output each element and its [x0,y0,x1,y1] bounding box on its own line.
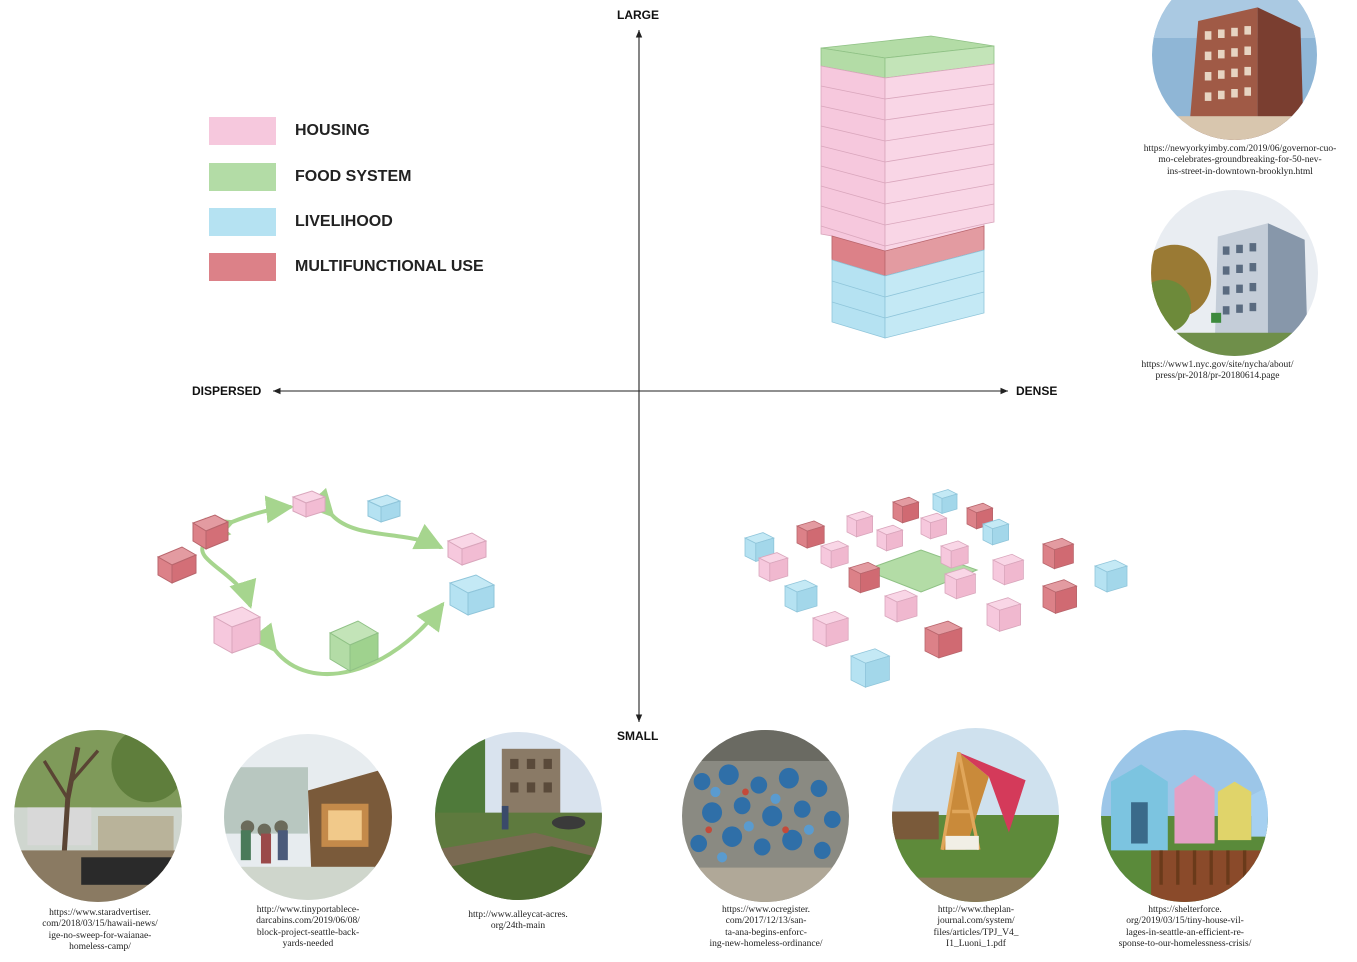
caption-line: journal.com/system/ [937,916,1015,927]
cube-multifunctional-1 [191,514,230,550]
legend-item-food-system: FOOD SYSTEM [209,163,411,191]
axis-label-small: SMALL [617,729,659,743]
tent-lot-photo [682,730,849,902]
cube-livelihood-dense-5 [931,489,959,515]
cube-housing-dense-8 [819,540,850,569]
cube-housing-dense-16 [991,553,1025,586]
caption-line: press/pr-2018/pr-20180614.page [1155,371,1280,382]
legend-swatch-multifunctional [209,253,276,281]
cube-multifunctional-dense-4 [891,496,920,524]
cube-multifunctional-2 [156,546,198,584]
a-frame-shelter-photo [892,728,1059,902]
caption-line: I1_Luoni_1.pdf [946,938,1006,949]
legend-label-housing: HOUSING [295,122,370,139]
cube-food-system [328,620,380,672]
homeless-camp-photo [14,730,182,902]
cube-housing-2 [446,532,488,566]
caption-a-frame-shelter: http://www.theplan- journal.com/system/ … [886,905,1066,950]
caption-homeless-camp: https://www.staradvertiser. com/2018/03/… [10,908,190,953]
caption-line: https://www.ocregister. [721,905,811,915]
dispersed-cluster-diagram [156,487,496,676]
caption-line: yards-needed [282,938,334,949]
cube-multifunctional-dense-14 [847,561,881,594]
cube-multifunctional-dense-2 [795,520,826,549]
urban-farm-photo [435,732,602,900]
cube-housing-dense-20 [943,567,977,600]
caption-line: https://shelterforce. [1148,905,1222,915]
caption-tiny-house-village: https://shelterforce. org/2019/03/15/tin… [1094,905,1276,950]
caption-line: darcabins.com/2019/06/08/ [256,916,360,927]
caption-line: http://www.alleycat-acres. [468,910,568,920]
caption-line: com/2017/12/13/san- [725,916,807,927]
caption-tower-brick: https://newyorkyimby.com/2019/06/governo… [1120,144,1357,178]
tiny-house-village-photo [1101,730,1268,902]
axis-label-dispersed: DISPERSED [192,384,262,398]
caption-line: ta-ana-begins-enforc- [725,927,807,938]
legend-item-multifunctional: MULTIFUNCTIONAL USE [209,253,484,281]
tower-base-lines [831,270,985,319]
caption-line: https://www1.nyc.gov/site/nycha/about/ [1141,360,1294,370]
housing-block-photo [1151,190,1318,356]
caption-line: block-project-seattle-back- [256,927,360,938]
caption-line: org/24th-main [490,921,546,932]
caption-line: ing-new-homeless-ordinance/ [709,938,823,949]
axis-label-dense: DENSE [1016,384,1058,398]
cube-housing-dense-18 [811,610,850,648]
legend-label-multifunctional: MULTIFUNCTIONAL USE [295,258,484,275]
tower-floor-lines [820,83,995,247]
cube-livelihood-2 [448,574,496,616]
legend-label-food-system: FOOD SYSTEM [295,168,412,185]
caption-line: files/articles/TPJ_V4_ [933,927,1019,938]
caption-line: https://newyorkyimby.com/2019/06/governo… [1143,144,1337,154]
cube-housing-dense-9 [875,524,904,552]
cube-multifunctional-dense-22 [1041,579,1078,614]
cube-multifunctional-dense-12 [1041,537,1075,570]
caption-tiny-cabin: http://www.tinyportablece- darcabins.com… [218,905,398,950]
tiny-cabin-photo [224,734,392,900]
caption-line: http://www.tinyportablece- [256,905,360,915]
cube-housing-dense-21 [985,597,1022,632]
legend-item-livelihood: LIVELIHOOD [209,208,393,236]
cube-livelihood-1 [366,494,402,523]
axis-label-large: LARGE [617,8,659,22]
cube-housing-3 [212,606,262,654]
cube-housing-dense-7 [757,552,789,583]
cube-housing-1 [291,490,327,518]
caption-line: https://www.staradvertiser. [49,908,151,918]
cube-multifunctional-dense-23 [923,620,963,659]
cube-livelihood-dense-17 [1093,559,1129,593]
cube-housing-dense-3 [845,510,874,538]
legend-item-housing: HOUSING [209,117,370,145]
tower-brick-photo [1152,0,1317,140]
cube-housing-dense-19 [883,589,919,623]
caption-line: http://www.theplan- [937,905,1015,915]
caption-line: mo-celebrates-groundbreaking-for-50-nev- [1158,155,1322,166]
tower-livelihood-right [884,249,985,339]
cube-housing-dense-10 [919,512,948,540]
cube-livelihood-dense-24 [849,648,891,688]
caption-line: ins-street-in-downtown-brooklyn.html [1167,166,1313,177]
dense-cubes [743,489,1129,688]
caption-line: lages-in-seattle-an-efficient-re- [1126,927,1244,938]
caption-line: com/2018/03/15/hawaii-news/ [42,919,158,930]
caption-line: homeless-camp/ [69,941,131,952]
cube-livelihood-dense-13 [783,579,819,613]
legend-swatch-livelihood [209,208,276,236]
tower-diagram [820,35,995,339]
dense-cluster-diagram [743,489,1129,688]
caption-line: ige-no-sweep-for-waianae- [48,930,152,941]
legend-label-livelihood: LIVELIHOOD [295,213,393,230]
caption-housing-block: https://www1.nyc.gov/site/nycha/about/ p… [1110,360,1325,383]
caption-line: org/2019/03/15/tiny-house-vil- [1126,916,1244,927]
legend-swatch-housing [209,117,276,145]
cube-housing-dense-15 [939,540,970,569]
caption-tent-lot: https://www.ocregister. com/2017/12/13/s… [676,905,856,950]
caption-line: sponse-to-our-homelessness-crisis/ [1118,938,1252,949]
caption-urban-farm: http://www.alleycat-acres. org/24th-main [428,910,608,933]
cube-livelihood-dense-11 [981,518,1010,546]
legend-swatch-food-system [209,163,276,191]
